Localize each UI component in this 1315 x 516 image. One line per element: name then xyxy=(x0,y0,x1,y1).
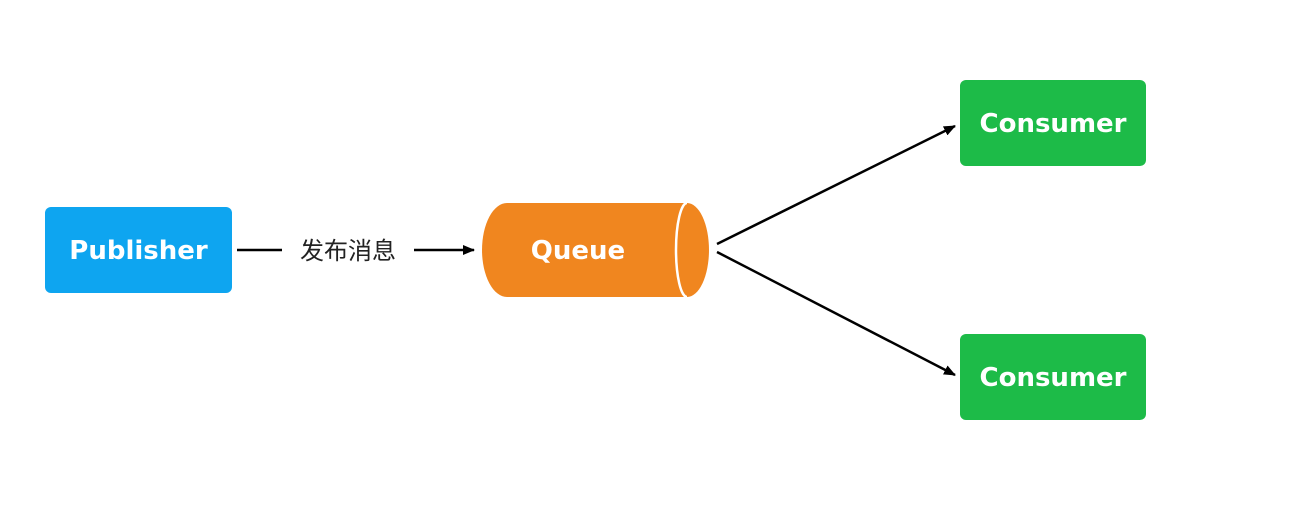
queue-node: Queue xyxy=(482,201,709,299)
consumer-bottom-box xyxy=(960,334,1146,420)
queue-cylinder-body xyxy=(482,203,709,297)
consumer-bottom-label: Consumer xyxy=(980,363,1127,393)
queue-cylinder-rim xyxy=(674,201,688,299)
consumer-top-node: Consumer xyxy=(960,80,1146,166)
publisher-box xyxy=(45,207,232,293)
consumer-top-box xyxy=(960,80,1146,166)
consumer-bottom-node: Consumer xyxy=(960,334,1146,420)
consumer-top-label: Consumer xyxy=(980,109,1127,139)
queue-to-consumer-top-arrow xyxy=(716,124,956,246)
publisher-node: Publisher xyxy=(45,207,232,293)
publish-edge-label: 发布消息 xyxy=(300,237,396,265)
publisher-label: Publisher xyxy=(69,236,208,266)
publish-edge: 发布消息 xyxy=(237,237,475,265)
queue-label: Queue xyxy=(531,236,625,266)
queue-to-consumer-bottom-arrow xyxy=(716,250,956,377)
queue-to-consumer-edges xyxy=(716,124,956,377)
